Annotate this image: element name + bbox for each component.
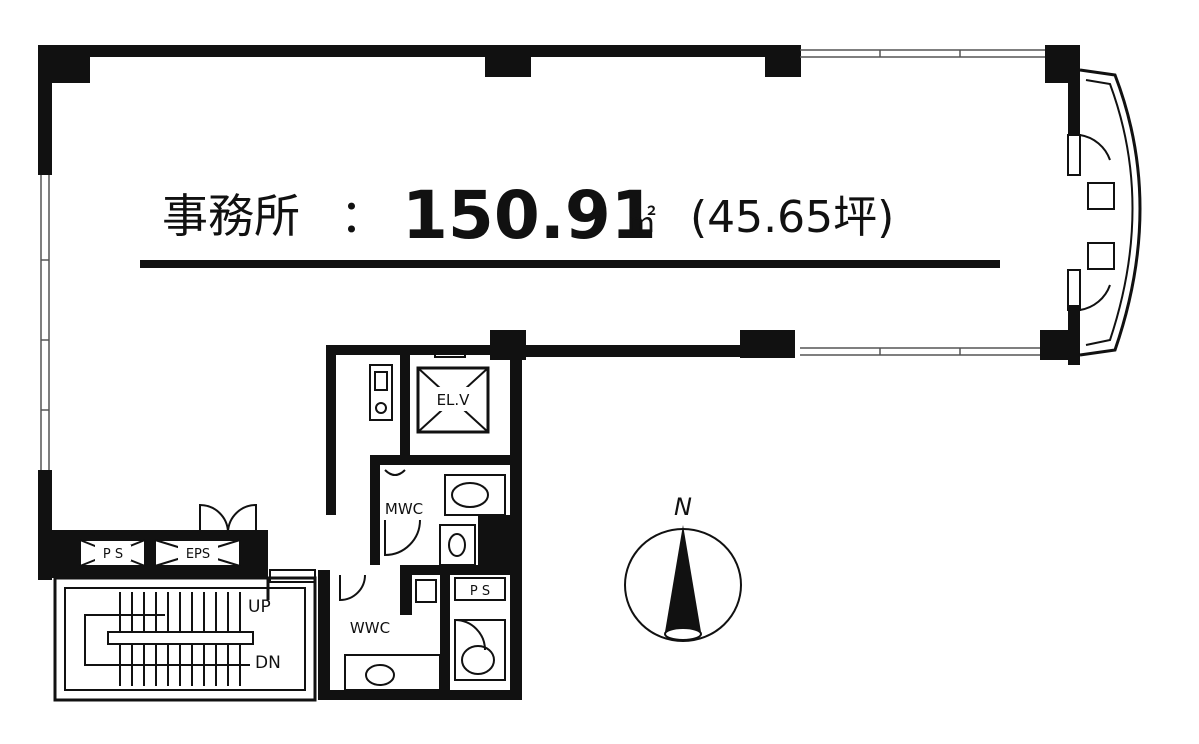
office-underline (140, 260, 1000, 268)
utility-sink (369, 364, 393, 421)
stairs-down-label: DN (255, 653, 281, 673)
elevator-label: EL.V (437, 391, 471, 409)
balcony-bay (1067, 68, 1142, 357)
office-area-tsubo: (45.65坪) (690, 192, 894, 243)
office-name: 事務所 (162, 189, 300, 243)
eps-label: EPS (186, 547, 210, 562)
ps-left-label: P S (103, 547, 123, 562)
office-separator: ： (340, 189, 386, 243)
corridor (266, 569, 316, 610)
stairs-up-label: UP (248, 597, 271, 617)
compass-north-label: N (674, 493, 692, 521)
mens-wc: MWC (384, 469, 506, 566)
pipe-shaft-right: P S (454, 577, 506, 601)
office-walls (38, 45, 1080, 580)
stair-treads (119, 592, 241, 686)
elevator: EL.V (416, 348, 490, 434)
staircase: UP DN (53, 576, 317, 702)
core-walls (318, 345, 522, 700)
office-area-unit: ㎡ (626, 205, 656, 240)
windows (40, 49, 1045, 470)
shafts-left: P S EPS (79, 539, 241, 567)
pillars (38, 45, 1080, 578)
entrance-door (199, 503, 257, 533)
office-area-value: 150.91 (402, 177, 657, 254)
ps-right-label: P S (470, 584, 490, 599)
north-compass: N (624, 493, 742, 642)
compass-needle-icon (665, 525, 701, 632)
wwc-label: WWC (350, 619, 390, 637)
womens-wc: WWC (339, 574, 506, 691)
mwc-label: MWC (385, 500, 423, 518)
office-area-label: 事務所 ： 150.91 ㎡ (45.65坪) (140, 177, 1000, 268)
